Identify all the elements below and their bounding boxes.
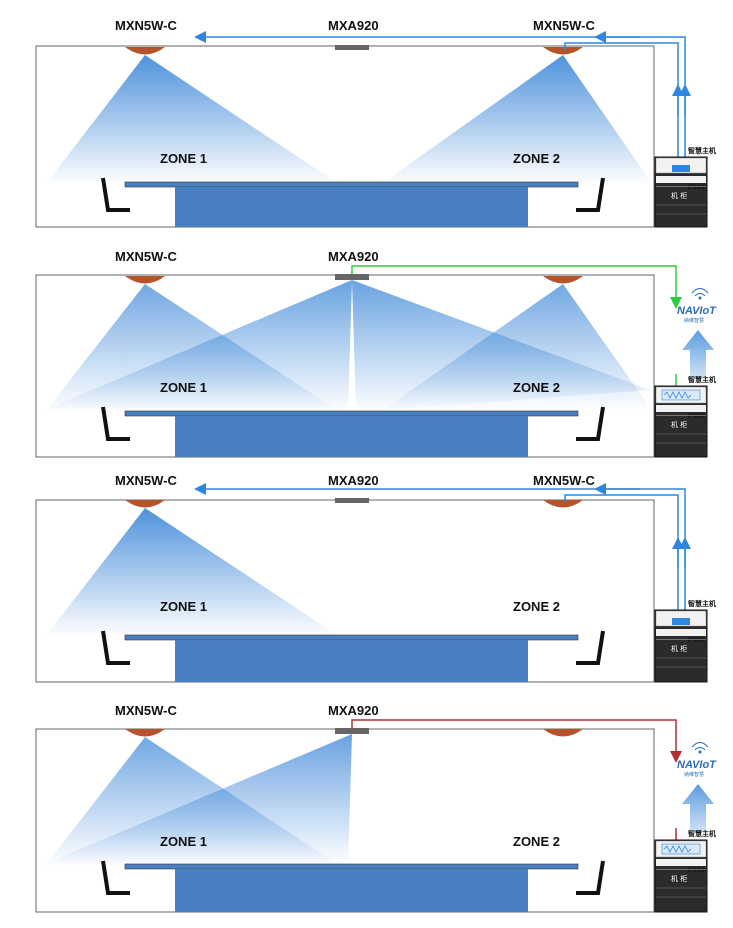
label-p300: P300 xyxy=(688,637,705,644)
chair-left xyxy=(101,406,130,441)
ceiling-mic-right xyxy=(543,276,583,284)
ceiling-array-center xyxy=(335,498,369,503)
ceiling-mic-right xyxy=(543,729,583,737)
naviot-logo: NAVIoT 纳维智慧 xyxy=(677,288,717,324)
label-zone-1: ZONE 1 xyxy=(160,599,207,614)
beam-left xyxy=(45,508,340,637)
equipment-cabinet: 智慧主机 P300 机 柜 xyxy=(654,829,716,913)
label-p300: P300 xyxy=(688,184,705,191)
beam-center-right xyxy=(352,280,650,412)
upload-arrow-icon xyxy=(682,330,714,378)
naviot-logo: NAVIoT 纳维智慧 xyxy=(677,742,717,778)
panel-3: MXN5W-C MXA920 MXN5W-C ZONE 1 ZONE 2 智慧主… xyxy=(35,473,716,683)
signal-line-outer xyxy=(594,483,686,615)
label-center-mic: MXA920 xyxy=(328,18,379,33)
beam-right xyxy=(380,55,653,185)
label-zone-1: ZONE 1 xyxy=(160,380,207,395)
panel-4: MXN5W-C MXA920 ZONE 1 ZONE 2 NAVIoT 纳维智慧… xyxy=(35,703,717,913)
ceiling-mic-right xyxy=(543,500,583,508)
ceiling-array-center xyxy=(335,728,369,734)
brand-name: NAVIoT xyxy=(677,759,717,771)
beam-center-left xyxy=(40,280,352,412)
upload-arrow-icon xyxy=(682,784,714,832)
label-host: 智慧主机 xyxy=(688,146,716,155)
chair-right xyxy=(576,406,605,441)
beam-left xyxy=(45,55,340,185)
label-left-mic: MXN5W-C xyxy=(115,703,177,718)
host-unit-icon xyxy=(672,165,690,172)
chair-right xyxy=(576,860,605,895)
label-cabinet: 机 柜 xyxy=(671,420,687,429)
ceiling-mic-right xyxy=(543,47,583,55)
label-zone-2: ZONE 2 xyxy=(513,599,560,614)
label-host: 智慧主机 xyxy=(688,829,716,838)
ceiling-mic-left xyxy=(125,276,165,284)
label-zone-1: ZONE 1 xyxy=(160,151,207,166)
label-left-mic: MXN5W-C xyxy=(115,473,177,488)
ceiling-array-center xyxy=(335,45,369,50)
label-host: 智慧主机 xyxy=(688,375,716,384)
ceiling-mic-left xyxy=(125,47,165,55)
conference-table-body xyxy=(175,416,528,457)
ceiling-array-center xyxy=(335,274,369,280)
chair-right xyxy=(576,177,605,212)
signal-line-green xyxy=(351,265,682,309)
waveform-icon xyxy=(663,845,692,853)
label-center-mic: MXA920 xyxy=(328,473,379,488)
chair-left xyxy=(101,177,130,212)
beam-center-left xyxy=(40,734,352,866)
brand-sub: 纳维智慧 xyxy=(684,317,704,324)
label-left-mic: MXN5W-C xyxy=(115,249,177,264)
conference-table-top xyxy=(124,634,579,641)
label-zone-2: ZONE 2 xyxy=(513,151,560,166)
conference-table-top xyxy=(124,410,579,417)
conference-table-body xyxy=(175,869,528,912)
ceiling-mic-left xyxy=(125,729,165,737)
brand-name: NAVIoT xyxy=(677,305,717,317)
label-p300: P300 xyxy=(688,413,705,420)
waveform-icon xyxy=(663,391,692,399)
conference-table-body xyxy=(175,187,528,227)
panel-2: MXN5W-C MXA920 ZONE 1 ZONE 2 NAVIoT 纳维智慧… xyxy=(35,249,717,458)
signal-line-outer xyxy=(594,31,686,165)
label-center-mic: MXA920 xyxy=(328,249,379,264)
chair-left xyxy=(101,860,130,895)
label-right-mic: MXN5W-C xyxy=(533,473,595,488)
chair-left xyxy=(101,630,130,665)
label-right-mic: MXN5W-C xyxy=(533,18,595,33)
host-unit-icon xyxy=(672,618,690,625)
label-zone-1: ZONE 1 xyxy=(160,834,207,849)
label-cabinet: 机 柜 xyxy=(671,191,687,200)
brand-sub: 纳维智慧 xyxy=(684,771,704,778)
chair-right xyxy=(576,630,605,665)
conference-table-top xyxy=(124,863,579,870)
label-cabinet: 机 柜 xyxy=(671,874,687,883)
ceiling-mic-left xyxy=(125,500,165,508)
equipment-cabinet: 智慧主机 P300 机 柜 xyxy=(654,146,716,228)
label-p300: P300 xyxy=(688,867,705,874)
label-host: 智慧主机 xyxy=(688,599,716,608)
signal-line-red xyxy=(351,719,682,763)
label-zone-2: ZONE 2 xyxy=(513,380,560,395)
label-cabinet: 机 柜 xyxy=(671,644,687,653)
conference-table-top xyxy=(124,181,579,188)
label-center-mic: MXA920 xyxy=(328,703,379,718)
label-zone-2: ZONE 2 xyxy=(513,834,560,849)
label-left-mic: MXN5W-C xyxy=(115,18,177,33)
equipment-cabinet: 智慧主机 P300 机 柜 xyxy=(654,599,716,683)
conference-table-body xyxy=(175,640,528,682)
panel-1: MXN5W-C MXA920 MXN5W-C ZONE 1 ZONE 2 智慧主… xyxy=(35,18,716,228)
equipment-cabinet: 智慧主机 P300 机 柜 xyxy=(654,375,716,458)
